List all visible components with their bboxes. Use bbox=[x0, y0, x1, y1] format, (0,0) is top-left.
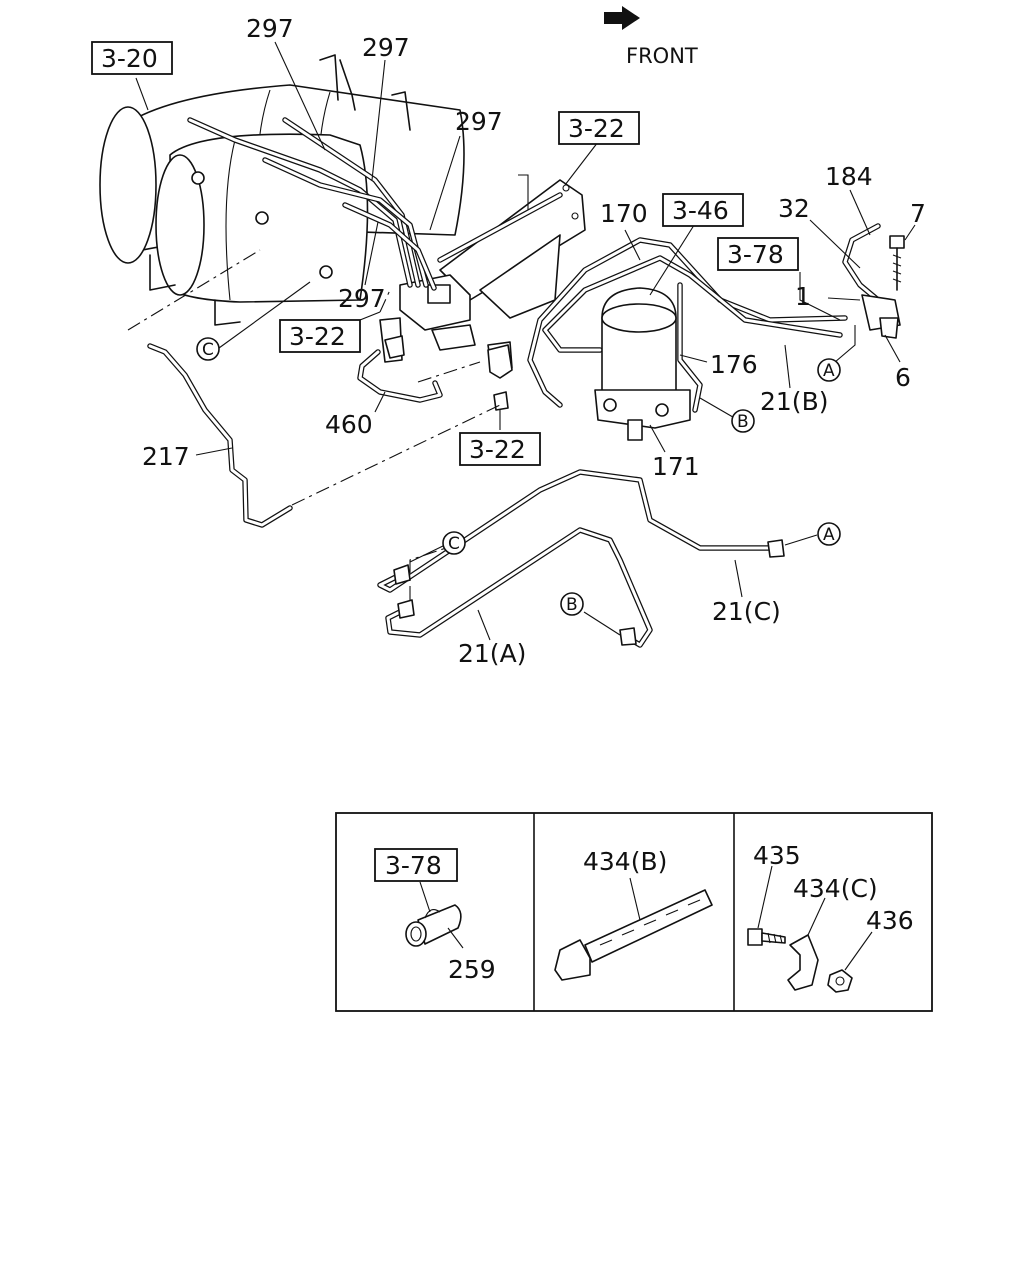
hose-184 bbox=[842, 223, 901, 339]
part-label-297: 297 bbox=[455, 107, 503, 136]
part-label-184: 184 bbox=[825, 162, 873, 191]
marker-a-upper: A bbox=[817, 358, 841, 382]
bolt-435 bbox=[747, 865, 786, 946]
svg-text:A: A bbox=[823, 525, 835, 545]
pipe-460 bbox=[357, 335, 443, 403]
part-label-21a: 21(A) bbox=[458, 639, 526, 668]
ref-3-46[interactable]: 3-46 bbox=[662, 193, 744, 227]
svg-text:3-22: 3-22 bbox=[289, 322, 346, 351]
air-tank-front bbox=[155, 133, 369, 303]
svg-text:3-22: 3-22 bbox=[568, 114, 625, 143]
pipe-21a bbox=[385, 527, 653, 648]
air-dryer bbox=[594, 287, 691, 441]
leader-line bbox=[127, 249, 261, 331]
pipe-176 bbox=[677, 282, 703, 413]
ref-3-78-inset[interactable]: 3-78 bbox=[374, 848, 458, 882]
svg-text:C: C bbox=[202, 340, 214, 360]
svg-text:3-20: 3-20 bbox=[101, 44, 158, 73]
pipe-21c bbox=[377, 469, 785, 593]
part-label-6: 6 bbox=[895, 363, 911, 392]
leader-line bbox=[379, 289, 391, 313]
part-label-217: 217 bbox=[142, 442, 190, 471]
front-label: FRONT bbox=[626, 44, 698, 68]
svg-text:B: B bbox=[737, 412, 749, 432]
part-label-32: 32 bbox=[778, 194, 810, 223]
bolt-7 bbox=[889, 235, 905, 291]
ref-3-20[interactable]: 3-20 bbox=[91, 41, 173, 75]
cable-tie-434b bbox=[554, 877, 713, 981]
svg-text:A: A bbox=[823, 361, 835, 381]
leader-line bbox=[417, 361, 481, 383]
ref-3-22-left[interactable]: 3-22 bbox=[279, 319, 361, 353]
marker-c-upper: C bbox=[196, 337, 220, 361]
ref-3-78[interactable]: 3-78 bbox=[717, 237, 799, 271]
svg-text:B: B bbox=[566, 595, 578, 615]
part-label-7: 7 bbox=[910, 199, 926, 228]
part-label-434b: 434(B) bbox=[583, 847, 667, 876]
svg-text:3-46: 3-46 bbox=[672, 196, 729, 225]
ref-3-22-mid[interactable]: 3-22 bbox=[459, 432, 541, 466]
marker-b-lower: B bbox=[560, 592, 584, 616]
part-label-21c: 21(C) bbox=[712, 597, 781, 626]
part-label-171: 171 bbox=[652, 452, 700, 481]
part-label-1: 1 bbox=[795, 282, 811, 311]
label-leaders bbox=[135, 41, 916, 641]
part-label-259: 259 bbox=[448, 955, 496, 984]
pipe-bundle-297 bbox=[187, 117, 563, 291]
part-label-21b: 21(B) bbox=[760, 387, 828, 416]
part-label-460: 460 bbox=[325, 410, 373, 439]
tank-brackets bbox=[149, 54, 411, 326]
tee-fitting bbox=[487, 344, 513, 411]
part-label-436: 436 bbox=[866, 906, 914, 935]
nut-436 bbox=[827, 931, 873, 993]
leader-line bbox=[409, 544, 456, 600]
part-label-434c: 434(C) bbox=[793, 874, 878, 903]
svg-text:C: C bbox=[448, 534, 460, 554]
part-label-297: 297 bbox=[362, 33, 410, 62]
part-label-176: 176 bbox=[710, 350, 758, 379]
part-label-297: 297 bbox=[338, 284, 386, 313]
leader-line bbox=[291, 404, 501, 506]
pipe-217 bbox=[147, 343, 293, 528]
pipe-170 bbox=[527, 237, 848, 408]
front-arrow-icon bbox=[604, 6, 640, 30]
svg-text:3-78: 3-78 bbox=[727, 240, 784, 269]
svg-text:3-78: 3-78 bbox=[385, 851, 442, 880]
grommet-259 bbox=[405, 881, 464, 949]
marker-c-lower: C bbox=[442, 531, 466, 555]
marker-a-lower: A bbox=[817, 522, 841, 546]
clip-434c bbox=[787, 897, 826, 991]
svg-text:3-22: 3-22 bbox=[469, 435, 526, 464]
pipe-21b bbox=[542, 255, 843, 353]
part-label-435: 435 bbox=[753, 841, 801, 870]
marker-b-upper: B bbox=[731, 409, 755, 433]
ref-3-22-top[interactable]: 3-22 bbox=[558, 111, 640, 145]
part-label-297: 297 bbox=[246, 14, 294, 43]
part-label-170: 170 bbox=[600, 199, 648, 228]
